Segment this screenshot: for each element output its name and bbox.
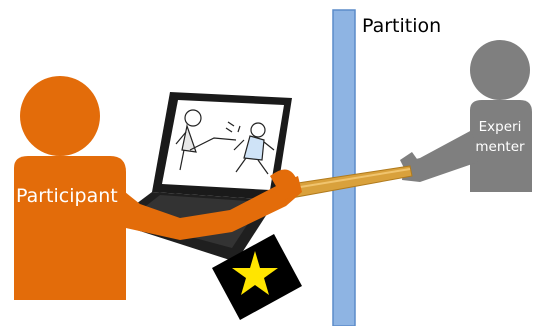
experimenter-label-line1: Experi — [479, 119, 522, 135]
participant-figure — [14, 76, 302, 300]
screen-illustration — [175, 109, 275, 175]
partition-label: Partition — [362, 15, 441, 37]
experimenter-figure — [400, 40, 532, 192]
partition-panel — [332, 9, 356, 327]
experimenter-label-line2: menter — [475, 139, 525, 155]
star-card — [212, 234, 302, 320]
star-icon — [232, 251, 278, 295]
participant-label: Participant — [16, 185, 118, 207]
